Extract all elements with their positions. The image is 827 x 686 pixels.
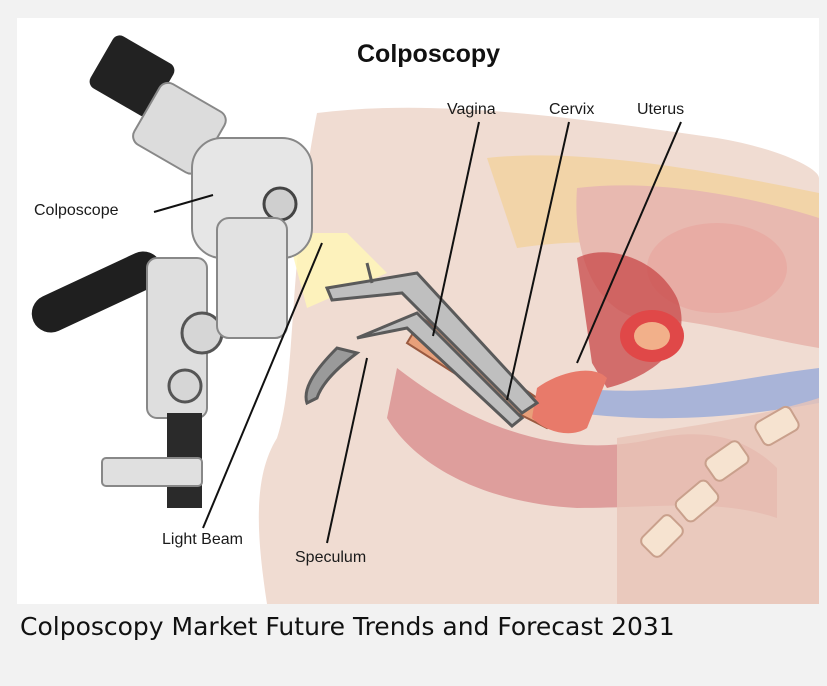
image-caption: Colposcopy Market Future Trends and Fore…	[20, 612, 675, 641]
uterus-cavity	[634, 322, 670, 350]
label-colposcope: Colposcope	[34, 202, 119, 220]
label-speculum: Speculum	[295, 549, 366, 567]
label-vagina: Vagina	[447, 101, 496, 119]
label-uterus: Uterus	[637, 101, 684, 119]
label-light-beam: Light Beam	[162, 531, 243, 549]
diagram-title: Colposcopy	[357, 40, 500, 69]
label-cervix: Cervix	[549, 101, 594, 119]
colposcopy-illustration: Colposcopy Colposcope Vagina Cervix Uter…	[17, 18, 819, 604]
colposcope-drawing	[26, 33, 312, 508]
anatomy-drawing	[17, 18, 819, 604]
